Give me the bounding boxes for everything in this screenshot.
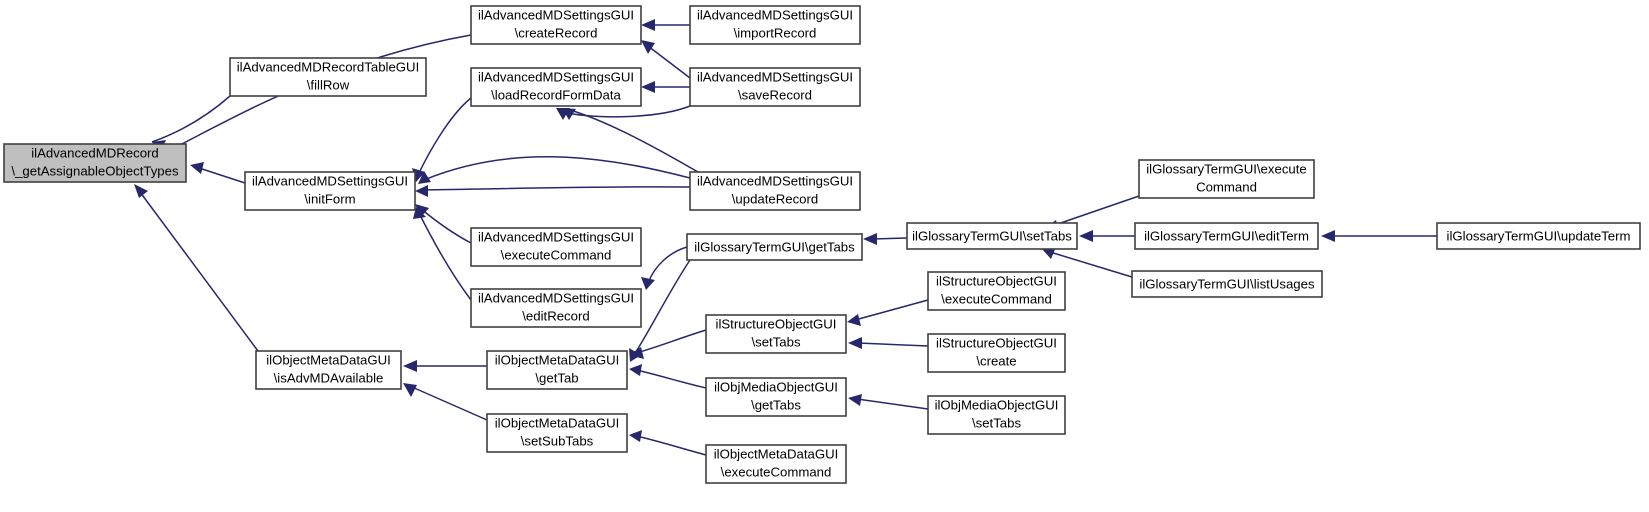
node-box-executeCommandOMD[interactable] [705, 444, 847, 484]
graph-node-getTabsGlossary[interactable]: ilGlossaryTermGUI\getTabs [686, 233, 863, 261]
edge-arrowhead-updateTerm-to-editTerm [1321, 230, 1335, 242]
graph-node-setTabsGlossary[interactable]: ilGlossaryTermGUI\setTabs [906, 222, 1078, 250]
edge-createStructure-to-setTabsStructure [857, 342, 929, 347]
node-box-isAdvMDAvailable[interactable] [255, 350, 402, 390]
edge-updateRecord-to-initFormCurve [423, 156, 691, 181]
edge-getTabsObjMedia-to-getTab [635, 369, 707, 389]
edge-arrowhead-editRecord-to-initForm [413, 207, 426, 219]
edge-executeCommandAMD-to-initForm [419, 207, 472, 244]
edge-updateRecord-to-initForm [421, 186, 691, 191]
graph-node-editTerm[interactable]: ilGlossaryTermGUI\editTerm [1134, 222, 1319, 250]
edge-arrowhead-setTabsGlossary-to-getTabsGlossary [863, 233, 877, 245]
edge-arrowhead-executeCommandAMD-to-initForm [415, 204, 429, 217]
node-box-executeCommandGlossary[interactable] [1138, 159, 1315, 199]
node-box-getTabsObjMedia[interactable] [705, 377, 847, 417]
graph-node-importRecord[interactable]: ilAdvancedMDSettingsGUI\importRecord [689, 5, 861, 45]
graph-node-executeCommandOMD[interactable]: ilObjectMetaDataGUI\executeCommand [705, 444, 847, 484]
edge-arrowhead-updateRecord-to-initFormCurve [418, 171, 431, 184]
edge-setSubTabs-to-isAdvMDAvailable [411, 386, 488, 421]
edge-arrowhead-setSubTabs-to-isAdvMDAvailable [403, 383, 417, 397]
graph-node-executeCommandAMD[interactable]: ilAdvancedMDSettingsGUI\executeCommand [470, 227, 642, 267]
edge-executeCommandOMD-to-setSubTabs [635, 435, 707, 456]
edge-arrowhead-setTabsObjMedia-to-getTabsObjMedia [848, 394, 862, 406]
graph-node-createRecord[interactable]: ilAdvancedMDSettingsGUI\createRecord [470, 5, 642, 45]
node-box-createRecord[interactable] [470, 5, 642, 45]
graph-node-loadRecordFormData[interactable]: ilAdvancedMDSettingsGUI\loadRecordFormDa… [470, 67, 642, 107]
node-box-importRecord[interactable] [689, 5, 861, 45]
edge-arrowhead-isAdvMDAvailable-to-root [134, 184, 148, 198]
edge-getTabsGlossary-to-getTab [633, 259, 691, 356]
node-box-setTabsGlossary[interactable] [906, 222, 1078, 250]
edge-executeCommandStructure-to-setTabsStructure [854, 299, 929, 321]
graph-node-getTab[interactable]: ilObjectMetaDataGUI\getTab [486, 350, 628, 390]
node-box-listUsages[interactable] [1131, 270, 1323, 298]
node-box-setTabsStructure[interactable] [705, 314, 847, 354]
nodes-layer: ilAdvancedMDRecord\_getAssignableObjectT… [3, 5, 1641, 484]
node-box-updateRecord[interactable] [689, 171, 861, 211]
node-box-initForm[interactable] [244, 171, 416, 211]
node-box-getTab[interactable] [486, 350, 628, 390]
edge-arrowhead-setTabsStructure-to-getTab [629, 347, 644, 359]
graph-node-executeCommandGlossary[interactable]: ilGlossaryTermGUI\executeCommand [1138, 159, 1315, 199]
node-box-root[interactable] [3, 143, 187, 183]
graph-node-executeCommandStructure[interactable]: ilStructureObjectGUI\executeCommand [927, 271, 1066, 311]
edge-setTabsObjMedia-to-getTabsObjMedia [856, 398, 929, 410]
edge-arrowhead-listUsages-to-setTabsGlossary [1042, 247, 1056, 259]
edge-arrowhead-importRecord-to-createRecord [641, 19, 655, 31]
graph-node-setSubTabs[interactable]: ilObjectMetaDataGUI\setSubTabs [486, 413, 628, 453]
node-box-getTabsGlossary[interactable] [686, 233, 863, 261]
node-box-updateTerm[interactable] [1436, 222, 1641, 250]
node-box-loadRecordFormData[interactable] [470, 67, 642, 107]
edge-fillRow-to-root [151, 95, 231, 143]
node-box-executeCommandAMD[interactable] [470, 227, 642, 267]
edge-loadRecordFormData-to-initForm [417, 97, 472, 176]
graph-node-root[interactable]: ilAdvancedMDRecord\_getAssignableObjectT… [3, 143, 187, 183]
graph-node-setTabsObjMedia[interactable]: ilObjMediaObjectGUI\setTabs [927, 395, 1066, 435]
edge-arrowhead-saveRecord-to-loadRecordFormData [641, 81, 655, 93]
graph-node-initForm[interactable]: ilAdvancedMDSettingsGUI\initForm [244, 171, 416, 211]
graph-node-getTabsObjMedia[interactable]: ilObjMediaObjectGUI\getTabs [705, 377, 847, 417]
edge-initForm-to-root [195, 166, 246, 184]
edge-arrowhead-createStructure-to-setTabsStructure [848, 337, 862, 349]
edge-arrowhead-getTab-to-isAdvMDAvailable [403, 360, 417, 372]
graph-node-updateRecord[interactable]: ilAdvancedMDSettingsGUI\updateRecord [689, 171, 861, 211]
edge-updateRecord-to-loadRecordFormData [569, 109, 699, 173]
edge-listUsages-to-setTabsGlossary [1049, 251, 1133, 278]
graph-node-setTabsStructure[interactable]: ilStructureObjectGUI\setTabs [705, 314, 847, 354]
node-box-saveRecord[interactable] [689, 67, 861, 107]
edge-arrowhead-executeCommandOMD-to-setSubTabs [629, 430, 642, 442]
graph-node-isAdvMDAvailable[interactable]: ilObjectMetaDataGUI\isAdvMDAvailable [255, 350, 402, 390]
graph-node-updateTerm[interactable]: ilGlossaryTermGUI\updateTerm [1436, 222, 1641, 250]
edge-getTabsGlossary-to-editRecord [647, 246, 688, 284]
edges-layer [134, 19, 1437, 456]
edge-arrowhead-executeCommandStructure-to-setTabsStructure [847, 314, 861, 326]
edge-arrowhead-saveRecord-to-createRecord [641, 40, 655, 54]
edge-arrowhead-editTerm-to-setTabsGlossary [1079, 230, 1093, 242]
node-box-setSubTabs[interactable] [486, 413, 628, 453]
edge-editRecord-to-initForm [418, 212, 472, 301]
edge-arrowhead-updateRecord-to-loadRecordFormData [562, 108, 576, 120]
edge-arrowhead-getTabsObjMedia-to-getTab [629, 364, 642, 376]
node-box-executeCommandStructure[interactable] [927, 271, 1066, 311]
edge-arrowhead-updateRecord-to-initForm [415, 185, 428, 197]
node-box-createStructure[interactable] [927, 333, 1066, 373]
edge-isAdvMDAvailable-to-root [139, 191, 259, 352]
edge-arrowhead-initForm-to-root [190, 162, 204, 174]
node-box-setTabsObjMedia[interactable] [927, 395, 1066, 435]
node-box-editTerm[interactable] [1134, 222, 1319, 250]
edge-saveRecord-to-createRecord [647, 45, 691, 79]
node-box-editRecord[interactable] [470, 288, 642, 328]
edge-arrowhead-getTabsGlossary-to-editRecord [641, 277, 655, 290]
graph-node-fillRow[interactable]: ilAdvancedMDRecordTableGUI\fillRow [229, 57, 427, 97]
graph-node-createStructure[interactable]: ilStructureObjectGUI\create [927, 333, 1066, 373]
graph-node-listUsages[interactable]: ilGlossaryTermGUI\listUsages [1131, 270, 1323, 298]
edge-executeCommandGlossary-to-setTabsGlossary [1051, 195, 1140, 227]
edge-saveRecord-to-loadRecordFormDataDown [561, 105, 691, 118]
node-box-fillRow[interactable] [229, 57, 427, 97]
graph-node-saveRecord[interactable]: ilAdvancedMDSettingsGUI\saveRecord [689, 67, 861, 107]
edge-setTabsGlossary-to-getTabsGlossary [871, 237, 908, 240]
graph-node-editRecord[interactable]: ilAdvancedMDSettingsGUI\editRecord [470, 288, 642, 328]
